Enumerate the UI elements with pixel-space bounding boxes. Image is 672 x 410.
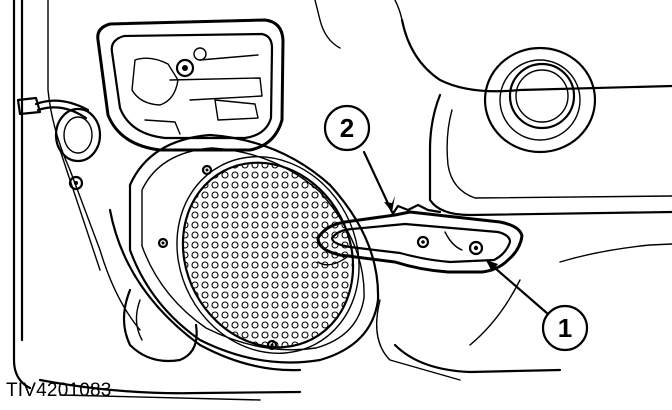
door-handle-cavity <box>96 18 285 152</box>
callout-1-label: 1 <box>558 313 572 343</box>
wire-connector <box>16 96 102 191</box>
callout-1: 1 <box>486 260 589 352</box>
callout-2-label: 2 <box>340 113 354 143</box>
speaker-housing <box>108 133 380 372</box>
lower-trim-lines <box>375 243 672 381</box>
trim-clip-bracket <box>316 203 524 274</box>
door-pocket <box>38 288 302 401</box>
speaker-screws <box>157 164 278 351</box>
armrest-recess <box>428 46 672 217</box>
callout-2: 2 <box>323 104 395 214</box>
figure-id-label: TIV4201083 <box>6 380 112 401</box>
